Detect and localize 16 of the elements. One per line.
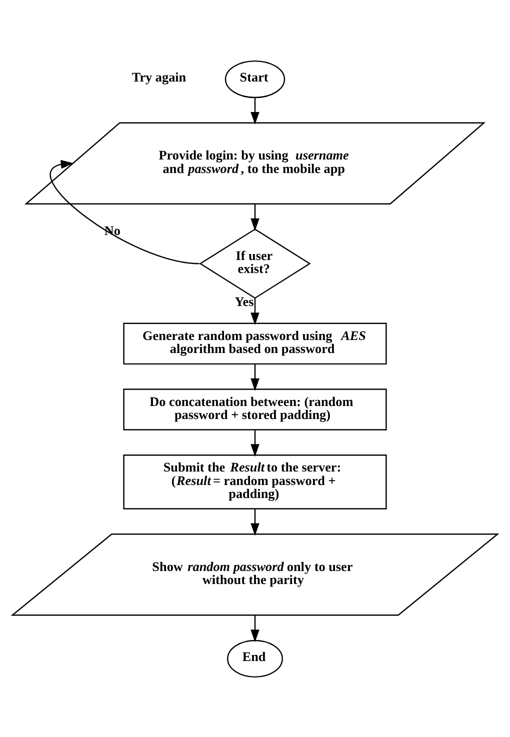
arrow bbox=[250, 298, 260, 325]
label: Try again bbox=[132, 69, 186, 84]
arrow bbox=[250, 204, 260, 230]
arrow bbox=[50, 159, 200, 264]
node-diamond: If user exist? bbox=[199, 228, 311, 298]
node-box: Submit the Result to the server: (Result= random password + padding) bbox=[123, 454, 387, 509]
arrow bbox=[250, 614, 260, 642]
node-box: Do concatenation between: (random password + stored padding) bbox=[123, 388, 387, 430]
node-box: Generate random password using AES algorithm based on password bbox=[123, 322, 387, 364]
node-ellipse: Start bbox=[224, 60, 286, 98]
arrow bbox=[250, 430, 260, 456]
node-ellipse: End bbox=[227, 639, 283, 678]
arrow bbox=[250, 97, 260, 124]
arrow bbox=[250, 508, 260, 536]
arrow bbox=[250, 364, 260, 390]
edge-label: No bbox=[104, 222, 121, 238]
